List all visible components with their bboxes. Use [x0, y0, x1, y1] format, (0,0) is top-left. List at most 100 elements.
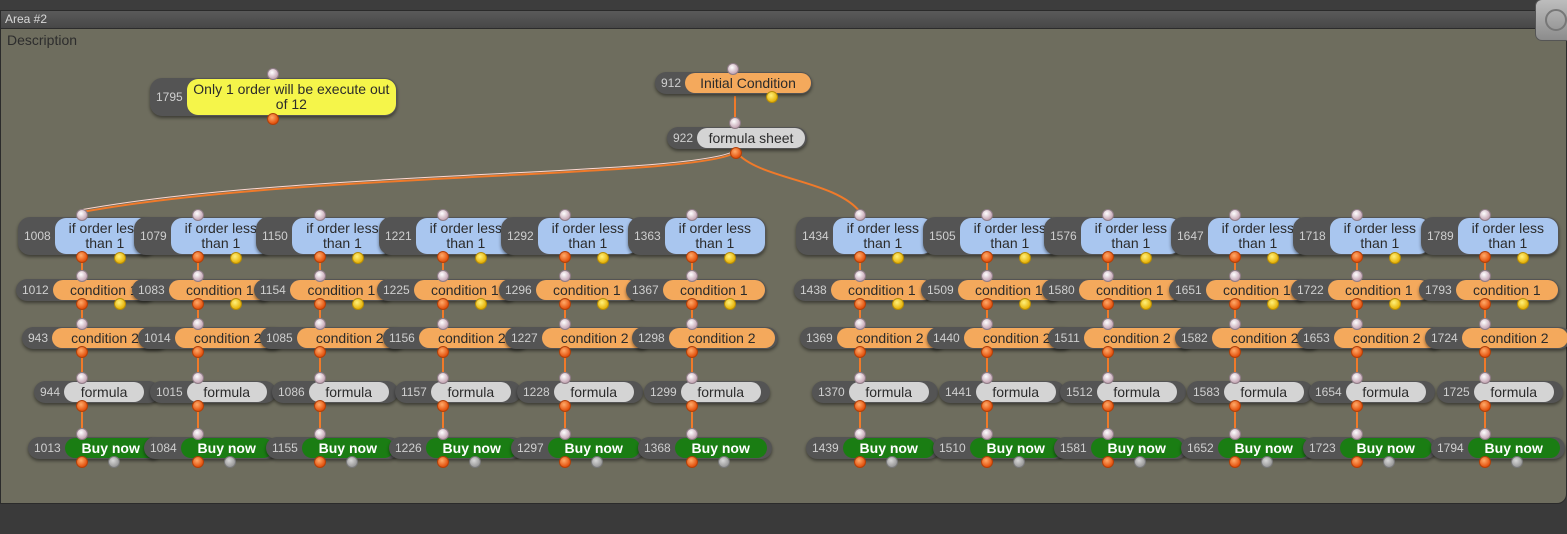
- if-output-pin[interactable]: [981, 251, 993, 263]
- sheet-input-pin[interactable]: [729, 117, 741, 129]
- buy-secondary-pin[interactable]: [1134, 456, 1146, 468]
- formula-sheet-node[interactable]: 922 formula sheet: [667, 127, 807, 149]
- buy-secondary-pin[interactable]: [108, 456, 120, 468]
- c2-output-pin[interactable]: [559, 346, 571, 358]
- c1-output-pin[interactable]: [76, 298, 88, 310]
- buy-output-pin[interactable]: [192, 456, 204, 468]
- if-input-pin[interactable]: [686, 209, 698, 221]
- buy-input-pin[interactable]: [192, 428, 204, 440]
- c1-branch-pin[interactable]: [597, 298, 609, 310]
- formula-output-pin[interactable]: [981, 400, 993, 412]
- buy-secondary-pin[interactable]: [591, 456, 603, 468]
- buy-output-pin[interactable]: [559, 456, 571, 468]
- initial-input-pin[interactable]: [727, 63, 739, 75]
- if-output-pin[interactable]: [314, 251, 326, 263]
- c1-input-pin[interactable]: [1351, 270, 1363, 282]
- c1-branch-pin[interactable]: [1140, 298, 1152, 310]
- formula-output-pin[interactable]: [1102, 400, 1114, 412]
- c1-input-pin[interactable]: [192, 270, 204, 282]
- if-branch-pin[interactable]: [1140, 252, 1152, 264]
- formula-output-pin[interactable]: [686, 400, 698, 412]
- c2-output-pin[interactable]: [76, 346, 88, 358]
- buy-input-pin[interactable]: [1479, 428, 1491, 440]
- c2-input-pin[interactable]: [559, 318, 571, 330]
- if-output-pin[interactable]: [559, 251, 571, 263]
- formula-input-pin[interactable]: [192, 372, 204, 384]
- if-input-pin[interactable]: [1479, 209, 1491, 221]
- formula-output-pin[interactable]: [559, 400, 571, 412]
- buy-secondary-pin[interactable]: [718, 456, 730, 468]
- c1-branch-pin[interactable]: [1019, 298, 1031, 310]
- buy-output-pin[interactable]: [1102, 456, 1114, 468]
- initial-yes-pin[interactable]: [766, 91, 778, 103]
- c2-input-pin[interactable]: [192, 318, 204, 330]
- c1-input-pin[interactable]: [76, 270, 88, 282]
- c1-output-pin[interactable]: [1351, 298, 1363, 310]
- if-branch-pin[interactable]: [114, 252, 126, 264]
- c1-output-pin[interactable]: [686, 298, 698, 310]
- buy-input-pin[interactable]: [686, 428, 698, 440]
- c2-input-pin[interactable]: [981, 318, 993, 330]
- c2-input-pin[interactable]: [854, 318, 866, 330]
- buy-input-pin[interactable]: [559, 428, 571, 440]
- buy-secondary-pin[interactable]: [1261, 456, 1273, 468]
- c1-output-pin[interactable]: [981, 298, 993, 310]
- buy-input-pin[interactable]: [1229, 428, 1241, 440]
- if-output-pin[interactable]: [686, 251, 698, 263]
- if-branch-pin[interactable]: [892, 252, 904, 264]
- area-header[interactable]: Area #2: [1, 11, 1566, 29]
- if-branch-pin[interactable]: [1389, 252, 1401, 264]
- formula-output-pin[interactable]: [76, 400, 88, 412]
- formula-input-pin[interactable]: [76, 372, 88, 384]
- formula-output-pin[interactable]: [1351, 400, 1363, 412]
- c1-input-pin[interactable]: [1479, 270, 1491, 282]
- buy-input-pin[interactable]: [981, 428, 993, 440]
- c2-input-pin[interactable]: [1351, 318, 1363, 330]
- buy-output-pin[interactable]: [854, 456, 866, 468]
- c1-branch-pin[interactable]: [724, 298, 736, 310]
- c1-output-pin[interactable]: [192, 298, 204, 310]
- initial-condition-node[interactable]: 912 Initial Condition: [655, 72, 812, 94]
- buy-input-pin[interactable]: [76, 428, 88, 440]
- buy-input-pin[interactable]: [1351, 428, 1363, 440]
- formula-input-pin[interactable]: [314, 372, 326, 384]
- if-output-pin[interactable]: [1351, 251, 1363, 263]
- buy-secondary-pin[interactable]: [224, 456, 236, 468]
- c1-branch-pin[interactable]: [352, 298, 364, 310]
- if-input-pin[interactable]: [1102, 209, 1114, 221]
- c2-output-pin[interactable]: [1229, 346, 1241, 358]
- c1-input-pin[interactable]: [437, 270, 449, 282]
- formula-input-pin[interactable]: [981, 372, 993, 384]
- c1-branch-pin[interactable]: [114, 298, 126, 310]
- buy-output-pin[interactable]: [1479, 456, 1491, 468]
- if-input-pin[interactable]: [559, 209, 571, 221]
- if-branch-pin[interactable]: [475, 252, 487, 264]
- c1-output-pin[interactable]: [1102, 298, 1114, 310]
- note-node[interactable]: 1795 Only 1 order will be execute out of…: [150, 78, 397, 116]
- buy-output-pin[interactable]: [1351, 456, 1363, 468]
